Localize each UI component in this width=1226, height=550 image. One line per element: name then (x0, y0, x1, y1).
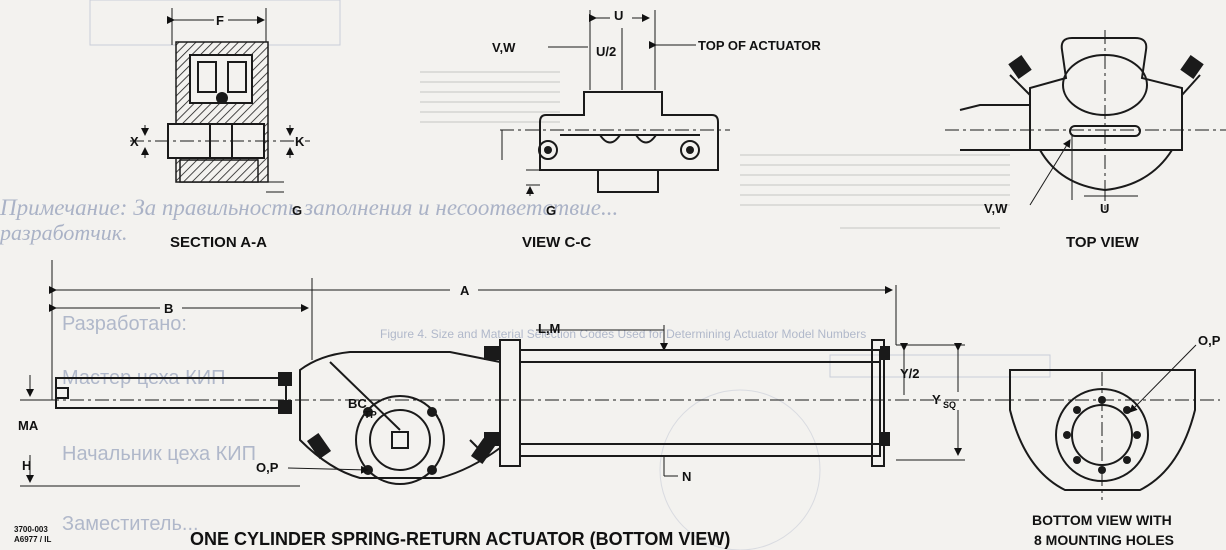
dim-u2: U/2 (596, 44, 616, 59)
dim-a: A (460, 283, 470, 298)
caption-bottom-view-1: BOTTOM VIEW WITH (1032, 512, 1172, 528)
dim-u-top: U (1100, 201, 1109, 216)
drawing-number-2: A6977 / IL (14, 535, 51, 544)
bleed-note-cont: разработчик. (0, 220, 128, 245)
dim-x: X (130, 134, 139, 149)
dim-g-section: G (292, 203, 302, 218)
dim-bc: BC (348, 396, 367, 411)
bleed-through-layer: Примечание: За правильность заполнения и… (0, 0, 1051, 550)
dim-u-cc: U (614, 8, 623, 23)
dim-vw-top: V,W (984, 201, 1008, 216)
dim-y2: Y/2 (900, 366, 920, 381)
caption-view-cc: VIEW C-C (522, 234, 591, 251)
section-aa-view: F X K G SECTION A-A (130, 8, 310, 251)
dim-k: K (295, 134, 305, 149)
dim-ysq: Y (932, 392, 941, 407)
dim-g-cc: G (546, 203, 556, 218)
dim-lm: L,M (538, 321, 560, 336)
caption-section-aa: SECTION A-A (170, 234, 267, 251)
dim-ma: MA (18, 418, 39, 433)
bottom-view-8-holes: O,P BOTTOM VIEW WITH 8 MOUNTING HOLES (1000, 333, 1221, 548)
top-view: U V,W TOP VIEW (945, 30, 1226, 251)
bleed-developed: Разработано: (62, 313, 187, 335)
label-top-of-actuator: TOP OF ACTUATOR (698, 38, 821, 53)
drawing-number-1: 3700-003 (14, 525, 48, 534)
dim-vw-cc: V,W (492, 40, 516, 55)
main-bottom-view: A B L,M Y/2 Y SQ (14, 260, 1000, 549)
view-cc: U U/2 V,W TOP OF ACTUATOR G VIEW C-C (492, 8, 821, 251)
dim-op-main: O,P (256, 460, 279, 475)
caption-main-view: ONE CYLINDER SPRING-RETURN ACTUATOR (BOT… (190, 529, 730, 549)
dim-n: N (682, 469, 691, 484)
bleed-deputy: Заместитель... (62, 513, 199, 535)
dim-op-bottom: O,P (1198, 333, 1221, 348)
dim-f: F (216, 13, 224, 28)
bleed-note: Примечание: За правильность заполнения и… (0, 195, 618, 220)
dim-b: B (164, 301, 173, 316)
caption-bottom-view-2: 8 MOUNTING HOLES (1034, 532, 1174, 548)
dim-h: H (22, 458, 31, 473)
dim-ysq-sub: SQ (943, 400, 956, 410)
dim-tp: TP (364, 410, 377, 421)
bleed-chief: Начальник цеха КИП (62, 443, 256, 465)
caption-top-view: TOP VIEW (1066, 234, 1140, 251)
bleed-figure-caption: Figure 4. Size and Material Selection Co… (380, 327, 866, 341)
